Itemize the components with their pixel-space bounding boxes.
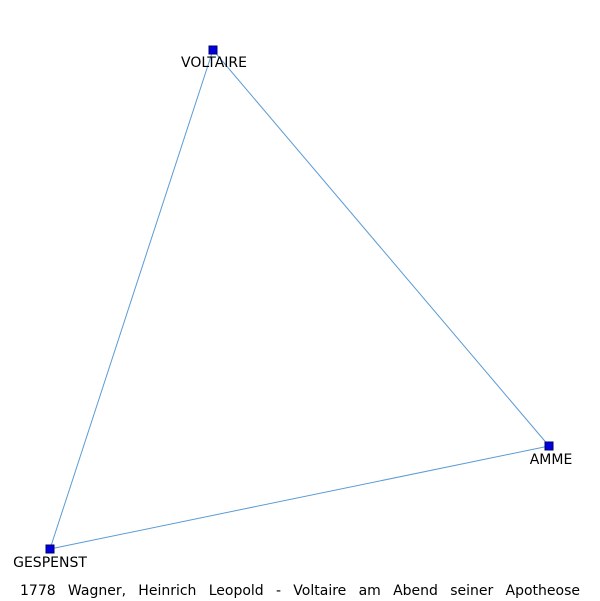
node-voltaire-label: VOLTAIRE	[181, 55, 247, 71]
nodes-layer: VOLTAIRE AMME GESPENST	[13, 45, 573, 571]
node-amme[interactable]: AMME	[530, 441, 573, 468]
edge-voltaire-gespenst	[49, 49, 214, 550]
play-title-caption: 1778 Wagner, Heinrich Leopold - Voltaire…	[20, 583, 580, 599]
node-gespenst-label: GESPENST	[13, 555, 87, 571]
edge-voltaire-amme	[212, 49, 550, 447]
edges-layer	[49, 49, 550, 550]
node-voltaire[interactable]: VOLTAIRE	[181, 45, 247, 71]
node-amme-label: AMME	[530, 452, 573, 468]
edge-amme-gespenst	[49, 445, 550, 550]
node-gespenst-marker[interactable]	[45, 544, 55, 554]
node-voltaire-marker[interactable]	[208, 45, 218, 55]
node-amme-marker[interactable]	[544, 441, 554, 451]
node-gespenst[interactable]: GESPENST	[13, 544, 87, 571]
